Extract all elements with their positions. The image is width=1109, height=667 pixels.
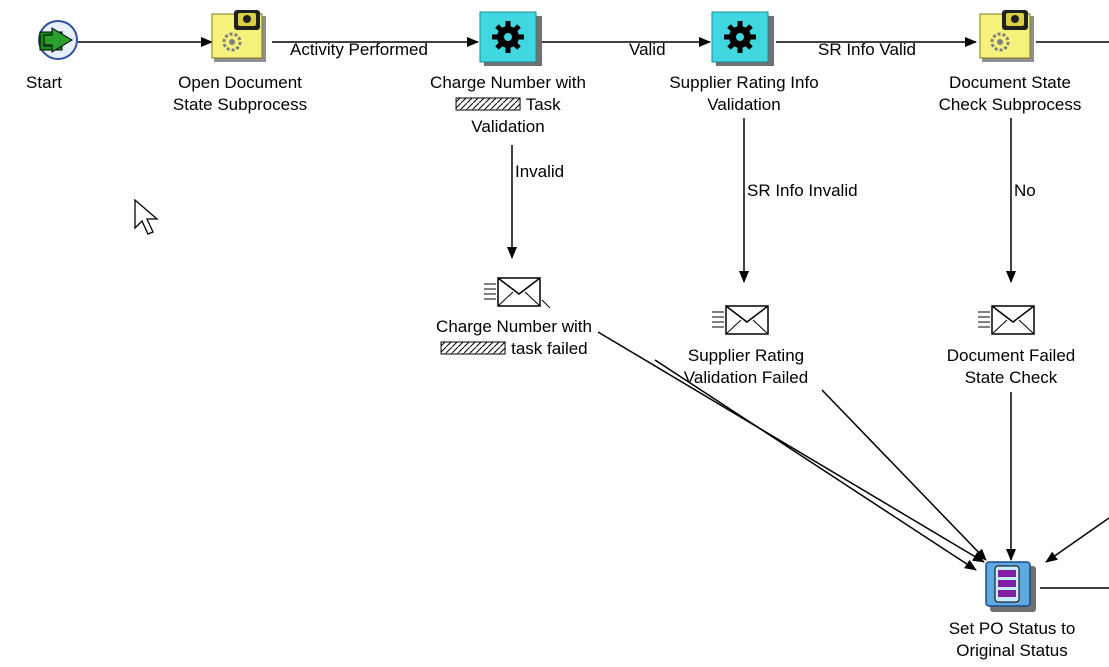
redacted-hatch xyxy=(455,97,521,111)
subprocess-icon xyxy=(979,10,1034,62)
set-po-status-label-line2: Original Status xyxy=(956,641,1068,660)
supplier-failed-node[interactable] xyxy=(712,305,769,335)
subprocess-icon xyxy=(211,10,266,62)
edge-label-activity-performed: Activity Performed xyxy=(290,40,428,59)
document-failed-label-line2: State Check xyxy=(964,368,1058,387)
edge-label-sr-info-valid: SR Info Valid xyxy=(818,40,916,59)
document-failed-node[interactable] xyxy=(978,305,1035,335)
document-failed-label-line1: Document Failed xyxy=(946,346,1076,365)
edge-docfailed-setpo xyxy=(821,389,987,561)
supplier-rating-label-line2: Validation xyxy=(707,95,781,114)
edge-label-valid: Valid xyxy=(629,40,666,59)
charge-number-label-line2: Task xyxy=(430,94,586,116)
start-arrow-icon xyxy=(38,20,78,60)
supplier-rating-label-line1: Supplier Rating Info xyxy=(669,73,819,92)
envelope-icon xyxy=(712,305,769,335)
open-document-label-line2: State Subprocess xyxy=(172,95,308,114)
gear-icon xyxy=(479,11,542,66)
charge-failed-node[interactable] xyxy=(484,277,551,309)
charge-number-node[interactable] xyxy=(479,11,542,66)
start-label: Start xyxy=(26,73,62,92)
set-po-status-label-line1: Set PO Status to xyxy=(948,619,1076,638)
envelope-icon xyxy=(978,305,1035,335)
charge-failed-label-line2: task failed xyxy=(436,338,592,360)
set-po-status-node[interactable] xyxy=(985,561,1036,612)
supplier-failed-label: Supplier Rating Validation Failed xyxy=(684,345,808,389)
charge-number-label-line3: Validation xyxy=(471,117,545,136)
mouse-pointer-icon xyxy=(134,198,159,235)
document-state-label: Document State Check Subprocess xyxy=(939,72,1082,116)
edge-label-sr-info-invalid: SR Info Invalid xyxy=(747,181,858,200)
supplier-failed-label-line1: Supplier Rating xyxy=(687,346,805,365)
open-document-label: Open Document State Subprocess xyxy=(173,72,307,116)
start-node[interactable] xyxy=(38,20,78,60)
document-state-label-line2: Check Subprocess xyxy=(938,95,1082,114)
charge-number-label: Charge Number with Task Validation xyxy=(430,72,586,138)
supplier-rating-label: Supplier Rating Info Validation xyxy=(669,72,818,116)
open-document-label-line1: Open Document xyxy=(178,73,302,92)
charge-number-label-line1: Charge Number with xyxy=(430,73,586,92)
gear-icon xyxy=(711,11,774,66)
edge-chargefailed-setpo xyxy=(597,331,985,563)
set-po-status-label: Set PO Status to Original Status xyxy=(949,618,1076,662)
charge-failed-label: Charge Number with task failed xyxy=(436,316,592,360)
supplier-failed-label-line2: Validation Failed xyxy=(683,368,809,387)
open-document-node[interactable] xyxy=(211,10,266,62)
envelope-icon xyxy=(484,277,551,309)
edge-supplierfailed-setpo xyxy=(654,359,977,571)
document-failed-label: Document Failed State Check xyxy=(947,345,1076,389)
edge-label-no: No xyxy=(1014,181,1036,200)
database-function-icon xyxy=(985,561,1036,612)
document-state-label-line1: Document State xyxy=(949,73,1071,92)
redacted-hatch xyxy=(440,341,506,355)
supplier-rating-node[interactable] xyxy=(711,11,774,66)
edges xyxy=(78,37,1109,589)
charge-failed-label-line1: Charge Number with xyxy=(436,317,592,336)
edge-label-invalid: Invalid xyxy=(515,162,565,181)
edge-offscreen-setpo xyxy=(1045,517,1109,563)
document-state-node[interactable] xyxy=(979,10,1034,62)
